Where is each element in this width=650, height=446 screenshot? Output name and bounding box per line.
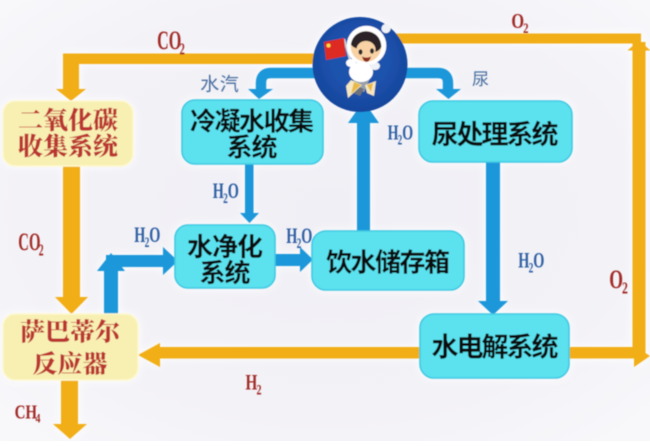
svg-text:CH: CH: [15, 400, 38, 422]
svg-text:O: O: [511, 10, 524, 34]
svg-text:2: 2: [529, 259, 534, 276]
svg-text:CO: CO: [18, 229, 40, 256]
svg-text:2: 2: [179, 40, 184, 59]
svg-text:2: 2: [297, 235, 302, 252]
svg-text:2: 2: [256, 382, 261, 398]
svg-text:O: O: [149, 223, 160, 248]
svg-text:2: 2: [622, 280, 628, 299]
svg-text:O: O: [228, 179, 239, 204]
svg-text:CO: CO: [157, 26, 181, 55]
svg-text:2: 2: [398, 131, 403, 148]
svg-text:2: 2: [523, 21, 528, 37]
svg-text:O: O: [301, 224, 312, 249]
svg-text:H: H: [246, 371, 258, 395]
svg-text:4: 4: [35, 413, 40, 426]
svg-text:O: O: [533, 249, 544, 274]
svg-text:O: O: [402, 121, 413, 145]
svg-text:2: 2: [145, 234, 150, 251]
svg-text:H: H: [388, 121, 399, 145]
svg-text:2: 2: [223, 190, 228, 207]
svg-text:2: 2: [39, 241, 44, 259]
svg-text:O: O: [609, 265, 623, 294]
